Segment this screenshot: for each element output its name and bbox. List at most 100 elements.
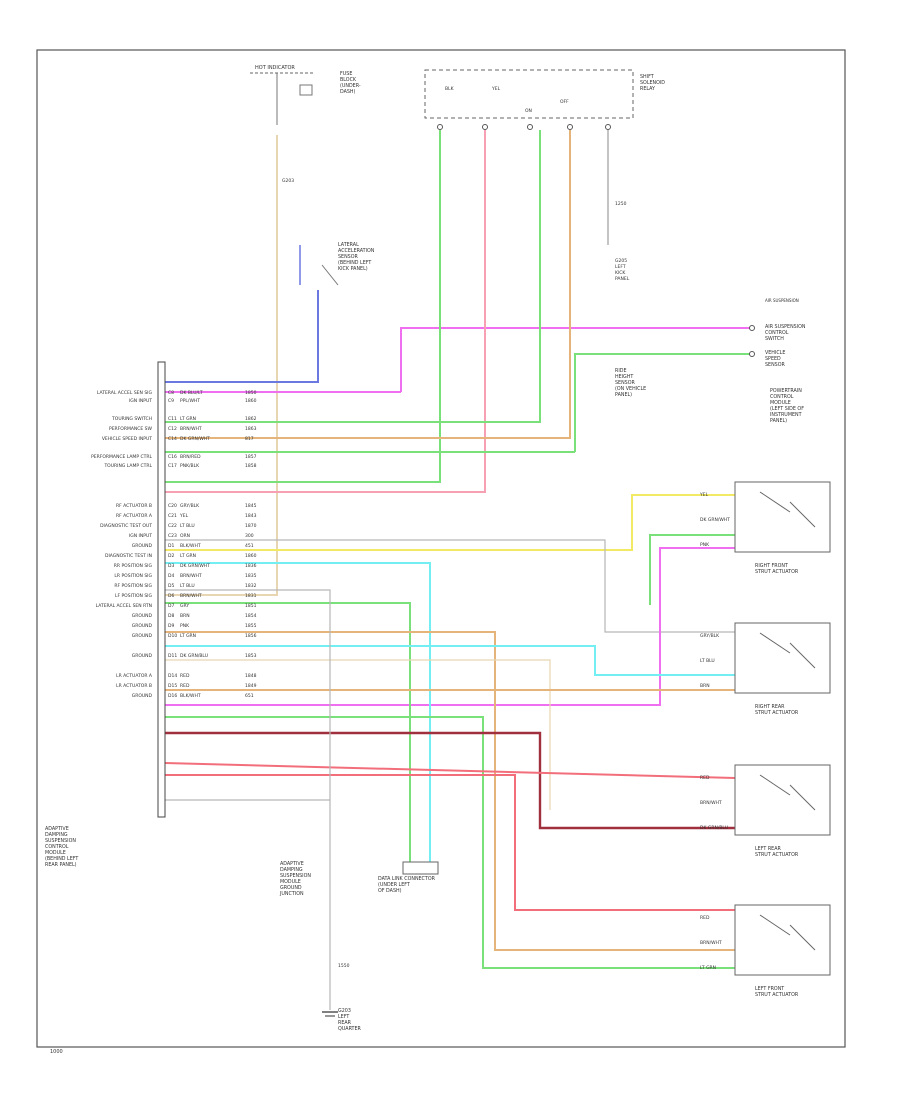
module-wire-color: YEL xyxy=(179,513,189,519)
module-wire-color: BRN/WHT xyxy=(180,593,202,599)
strut-lead-label: LT BLU xyxy=(700,658,715,664)
lateral-sensor-contact xyxy=(321,264,339,286)
module-circuit-number: 1845 xyxy=(245,503,257,509)
dlc-label-line: DATA LINK CONNECTOR xyxy=(378,876,436,882)
module-label-line: ADAPTIVE xyxy=(45,826,69,832)
module-wire-color: LT GRN xyxy=(180,416,196,422)
fuse-block-label-line: DASH) xyxy=(340,89,356,95)
wire-lateral-signal xyxy=(165,290,319,383)
module-pin-number: D6 xyxy=(168,593,174,599)
lateral-sensor-label-line: (BEHIND LEFT xyxy=(338,260,371,266)
ride-height-block-line: RIDE xyxy=(615,368,626,374)
module-connector xyxy=(157,361,166,818)
strut-switch-contact xyxy=(789,642,816,669)
right-conn-pcm-line: INSTRUMENT xyxy=(770,412,802,418)
module-pin-number: D11 xyxy=(168,653,177,659)
ride-height-block-line: PANEL) xyxy=(615,392,632,398)
ground-junction-label-line: GROUND xyxy=(280,885,302,891)
module-pin-number: C16 xyxy=(168,454,177,460)
module-pin-number: D5 xyxy=(168,583,174,589)
ride-height-block-line: SENSOR xyxy=(615,380,635,386)
right-connector-terminal xyxy=(749,351,755,357)
module-pin-name: GROUND xyxy=(132,633,153,639)
bottom-ground-label-line: REAR xyxy=(338,1020,352,1026)
module-wire-color: LT GRN xyxy=(180,633,196,639)
module-pin-number: D8 xyxy=(168,613,174,619)
module-pin-name: GROUND xyxy=(132,623,153,629)
module-circuit-number: 451 xyxy=(245,543,254,549)
module-circuit-number: 651 xyxy=(245,693,254,699)
module-circuit-number: 1857 xyxy=(245,454,257,460)
fuse-block-label-line: FUSE xyxy=(340,71,352,77)
module-pin-number: D4 xyxy=(168,573,174,579)
dlc-label-line: (UNDER LEFT xyxy=(378,882,410,888)
module-pin-number: D15 xyxy=(168,683,177,689)
relay-ground-label-line: G205 xyxy=(615,258,627,264)
ground-junction-label-line: JUNCTION xyxy=(279,891,304,897)
strut-lead-label: RED xyxy=(700,915,710,921)
module-wire-color: PPL/WHT xyxy=(180,398,200,404)
relay-ground-label-line: KICK xyxy=(615,270,626,276)
relay-terminal xyxy=(527,124,533,130)
module-pin-name: RF ACTUATOR A xyxy=(116,513,153,519)
module-pin-number: C8 xyxy=(168,390,174,396)
module-circuit-number: 1856 xyxy=(245,633,257,639)
module-pin-number: D7 xyxy=(168,603,174,609)
module-circuit-number: 1850 xyxy=(245,390,257,396)
module-label-line: MODULE xyxy=(45,850,66,856)
strut-lead-label: DK GRN/BLU xyxy=(700,825,728,831)
fuse-block-label-line: BLOCK xyxy=(340,77,357,83)
strut-caption-line: STRUT ACTUATOR xyxy=(755,852,799,858)
strut-lead-label: BRN/WHT xyxy=(700,800,722,806)
wire-ground-green xyxy=(165,716,735,969)
right-conn-pcm-line: POWERTRAIN xyxy=(770,388,802,394)
module-wire-color: DK BLU/LT xyxy=(180,390,203,396)
module-wire-color: BRN xyxy=(180,613,190,619)
module-pin-number: C22 xyxy=(168,523,177,529)
module-pin-name: PERFORMANCE LAMP CTRL xyxy=(91,454,152,460)
module-pin-number: D3 xyxy=(168,563,174,569)
module-wire-color: DK GRN/WHT xyxy=(180,563,210,569)
relay-terminal xyxy=(437,124,443,130)
bottom-ground-label-line: LEFT xyxy=(338,1014,349,1020)
wire-ground-pink xyxy=(165,547,735,706)
module-pin-name: DIAGNOSTIC TEST IN xyxy=(105,553,152,559)
ground-junction-label-line: ADAPTIVE xyxy=(280,861,304,867)
strut-caption-line: LEFT FRONT xyxy=(755,986,784,992)
module-circuit-number: 1851 xyxy=(245,603,257,609)
wire-rr-signal-green xyxy=(649,534,735,605)
strut-lead-label: BRN xyxy=(700,683,710,689)
module-wire-color: ORN xyxy=(180,533,190,539)
fuse-circuit-label: G203 xyxy=(282,178,294,184)
bottom-ground-label-line: QUARTER xyxy=(338,1026,362,1032)
module-pin-number: C14 xyxy=(168,436,177,442)
strut-caption-line: LEFT REAR xyxy=(755,846,781,852)
module-circuit-number: 1860 xyxy=(245,553,257,559)
wire-diag-test-out xyxy=(165,562,431,862)
strut-actuator-box xyxy=(734,481,831,553)
right-conn-pcm-line: (LEFT SIDE OF xyxy=(770,406,804,412)
module-label-line: REAR PANEL) xyxy=(45,862,77,868)
right-conn-vehicle-speed-line: SPEED xyxy=(765,356,781,362)
module-pin-name: LF POSITION SIG xyxy=(115,593,153,599)
strut-lead-label: GRY/BLK xyxy=(700,633,720,639)
module-circuit-number: 1862 xyxy=(245,416,257,422)
strut-actuator-box xyxy=(734,904,831,976)
module-pin-name: GROUND xyxy=(132,613,153,619)
module-pin-number: D9 xyxy=(168,623,174,629)
relay-contact-label: YEL xyxy=(491,86,501,92)
right-tag: AIR SUSPENSION xyxy=(765,298,799,303)
module-circuit-number: 1854 xyxy=(245,613,257,619)
wire-touring-lamp xyxy=(165,130,486,493)
ground-junction-label-line: DAMPING xyxy=(280,867,303,873)
module-circuit-number: 1832 xyxy=(245,583,257,589)
strut-switch-contact xyxy=(789,924,816,951)
module-circuit-number: 1855 xyxy=(245,623,257,629)
right-conn-air-suspension-line: SWITCH xyxy=(765,336,784,342)
wires xyxy=(164,130,750,1010)
wire-ground-trunk xyxy=(165,589,331,1010)
fuse-symbol xyxy=(299,84,313,96)
module-circuit-number: 1860 xyxy=(245,398,257,404)
